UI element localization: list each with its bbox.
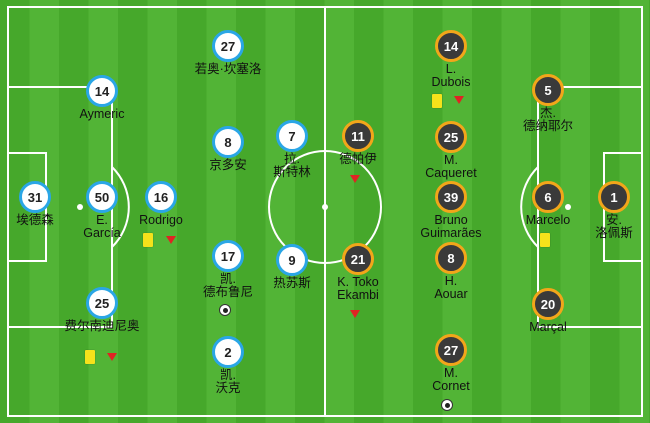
player-name: 费尔南迪尼奥: [64, 319, 140, 333]
player-name: 杰. 德纳耶尔: [522, 106, 573, 133]
player-number: 27: [435, 334, 467, 366]
player-number: 1: [598, 181, 630, 213]
player-number: 8: [435, 242, 467, 274]
player-number: 6: [532, 181, 564, 213]
player-name: 凯. 德布鲁尼: [202, 272, 253, 299]
player-number: 50: [86, 181, 118, 213]
player-name: 埃德森: [16, 213, 54, 227]
player-number: 31: [19, 181, 51, 213]
sub-off-arrow-icon: [107, 353, 117, 361]
player-number: 8: [212, 126, 244, 158]
player-name: K. Toko Ekambi: [337, 275, 379, 302]
yellow-card-icon: [85, 350, 95, 364]
sub-off-arrow-icon: [350, 310, 360, 318]
player-number: 27: [212, 30, 244, 62]
soccer-ball-icon: [441, 399, 453, 411]
player-name: 凯. 沃克: [215, 368, 241, 395]
player-name: E. García: [83, 213, 121, 240]
player-name: Marçal: [529, 320, 567, 334]
player-number: 7: [276, 120, 308, 152]
player-name: 拉. 斯特林: [273, 152, 311, 179]
sub-off-arrow-icon: [350, 175, 360, 183]
player-name: 安. 洛佩斯: [595, 213, 633, 240]
yellow-card-icon: [143, 233, 153, 247]
player-number: 21: [342, 243, 374, 275]
player-number: 11: [342, 120, 374, 152]
player-number: 20: [532, 288, 564, 320]
sub-off-arrow-icon: [454, 96, 464, 104]
player-number: 14: [435, 30, 467, 62]
player-number: 39: [435, 181, 467, 213]
player-name: Marcelo: [525, 213, 571, 227]
yellow-card-icon: [432, 94, 442, 108]
player-number: 25: [86, 287, 118, 319]
player-number: 16: [145, 181, 177, 213]
player-number: 9: [276, 244, 308, 276]
player-name: Bruno Guimarães: [420, 213, 482, 240]
sub-off-arrow-icon: [166, 236, 176, 244]
player-number: 25: [435, 121, 467, 153]
player-name: M. Cornet: [432, 366, 470, 393]
player-name: 若奥·坎塞洛: [194, 62, 262, 76]
soccer-ball-icon: [219, 304, 231, 316]
player-number: 2: [212, 336, 244, 368]
player-name: Rodrigo: [139, 213, 183, 227]
player-name: 德帕伊: [339, 152, 377, 166]
player-name: 京多安: [209, 158, 247, 172]
player-name: L. Dubois: [431, 62, 471, 89]
player-name: Aymeric: [79, 107, 125, 121]
player-name: H. Aouar: [434, 274, 468, 301]
yellow-card-icon: [540, 233, 550, 247]
player-number: 5: [532, 74, 564, 106]
player-number: 14: [86, 75, 118, 107]
player-number: 17: [212, 240, 244, 272]
player-name: M. Caqueret: [425, 153, 477, 180]
player-name: 热苏斯: [273, 276, 311, 290]
